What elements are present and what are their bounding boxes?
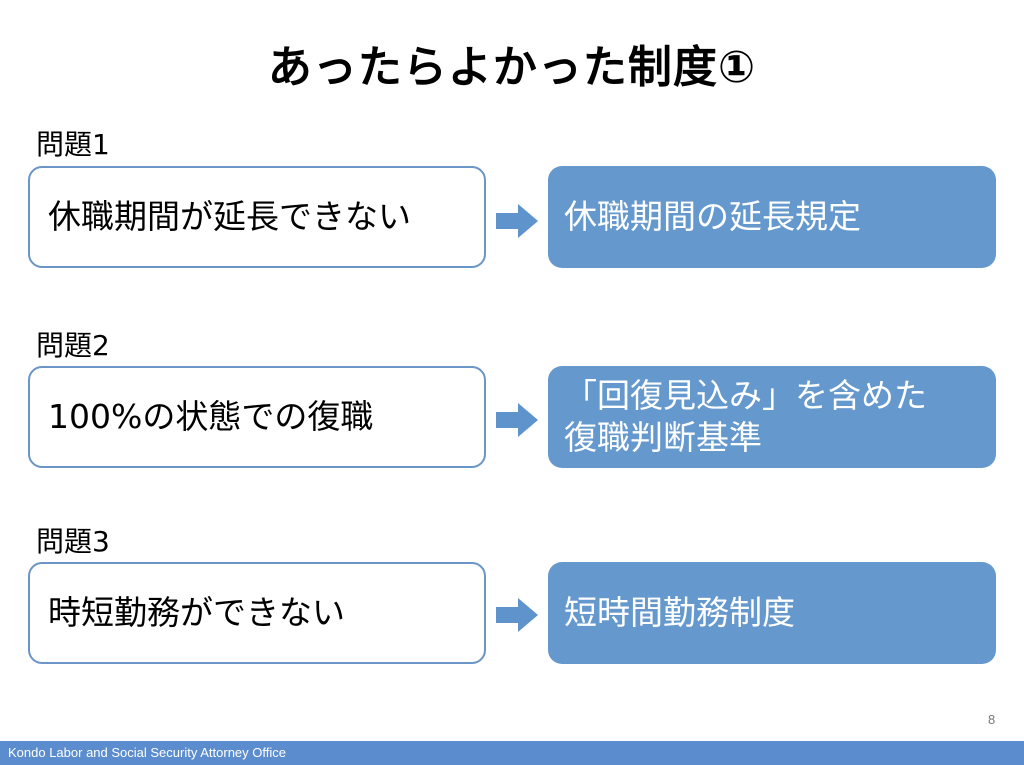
solution-box-3: 短時間勤務制度 — [548, 562, 996, 664]
right-arrow-icon — [496, 403, 538, 437]
problem-label-2: 問題2 — [36, 329, 110, 362]
problem-box-1: 休職期間が延長できない — [28, 166, 486, 268]
solution-text-1: 休職期間の延長規定 — [564, 197, 861, 236]
solution-text-2: 「回復見込み」を含めた 復職判断基準 — [564, 376, 927, 457]
slide-title: あったらよかった制度① — [267, 42, 757, 93]
problem-label-1: 問題1 — [36, 128, 110, 161]
solution-box-1: 休職期間の延長規定 — [548, 166, 996, 268]
problem-box-2: 100%の状態での復職 — [28, 366, 486, 468]
solution-box-2: 「回復見込み」を含めた 復職判断基準 — [548, 366, 996, 468]
problem-text-2: 100%の状態での復職 — [48, 397, 374, 436]
right-arrow-icon — [496, 204, 538, 238]
right-arrow-icon — [496, 598, 538, 632]
problem-text-3: 時短勤務ができない — [48, 593, 345, 632]
problem-box-3: 時短勤務ができない — [28, 562, 486, 664]
solution-text-3: 短時間勤務制度 — [564, 593, 795, 632]
page-number: 8 — [988, 712, 996, 727]
problem-label-3: 問題3 — [36, 525, 110, 558]
footer-bar: Kondo Labor and Social Security Attorney… — [0, 741, 1024, 765]
problem-text-1: 休職期間が延長できない — [48, 197, 411, 236]
footer-text: Kondo Labor and Social Security Attorney… — [8, 745, 286, 760]
